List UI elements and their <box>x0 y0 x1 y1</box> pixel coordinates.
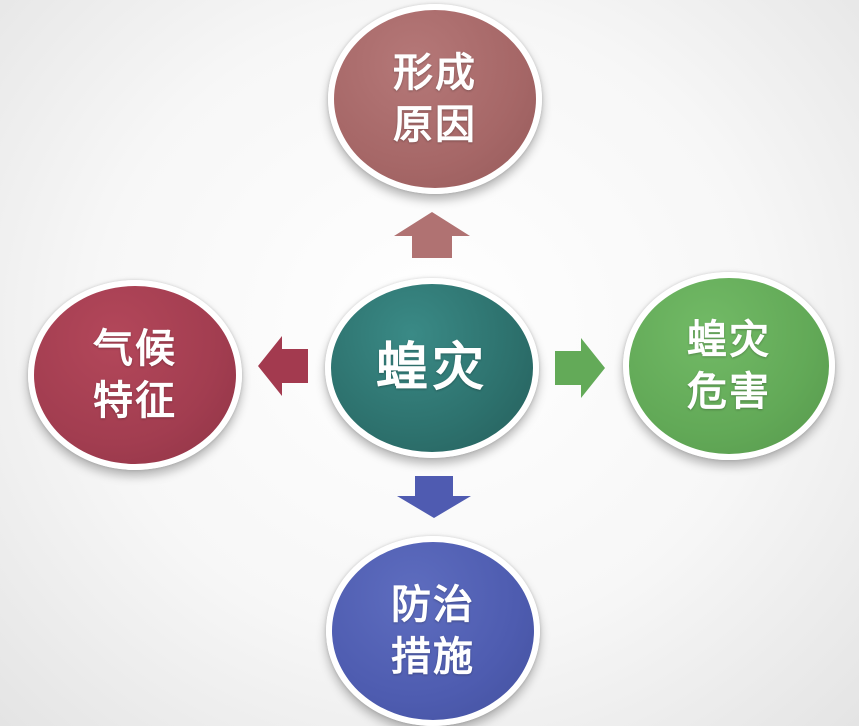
node-center-locust-plague: 蝗灾 <box>325 278 539 458</box>
node-plague-harm: 蝗灾 危害 <box>623 272 835 460</box>
node-prevention-measures: 防治 措施 <box>326 536 540 726</box>
arrow-right-icon <box>555 338 605 398</box>
node-climate-features: 气候 特征 <box>28 280 242 470</box>
arrow-left-icon <box>258 336 308 396</box>
node-label-line2: 危害 <box>687 369 771 415</box>
arrow-up-icon <box>394 212 470 258</box>
node-label-line2: 原因 <box>393 102 477 148</box>
node-label-line1: 气候 <box>93 326 177 372</box>
arrow-down-icon <box>397 476 471 518</box>
node-label-line1: 形成 <box>393 50 477 96</box>
node-label-line2: 措施 <box>391 634 475 680</box>
node-label-line1: 防治 <box>391 582 475 628</box>
node-label-line1: 蝗灾 <box>687 317 771 363</box>
node-formation-causes: 形成 原因 <box>328 4 542 194</box>
node-label-line2: 特征 <box>93 378 177 424</box>
center-label: 蝗灾 <box>375 338 488 398</box>
